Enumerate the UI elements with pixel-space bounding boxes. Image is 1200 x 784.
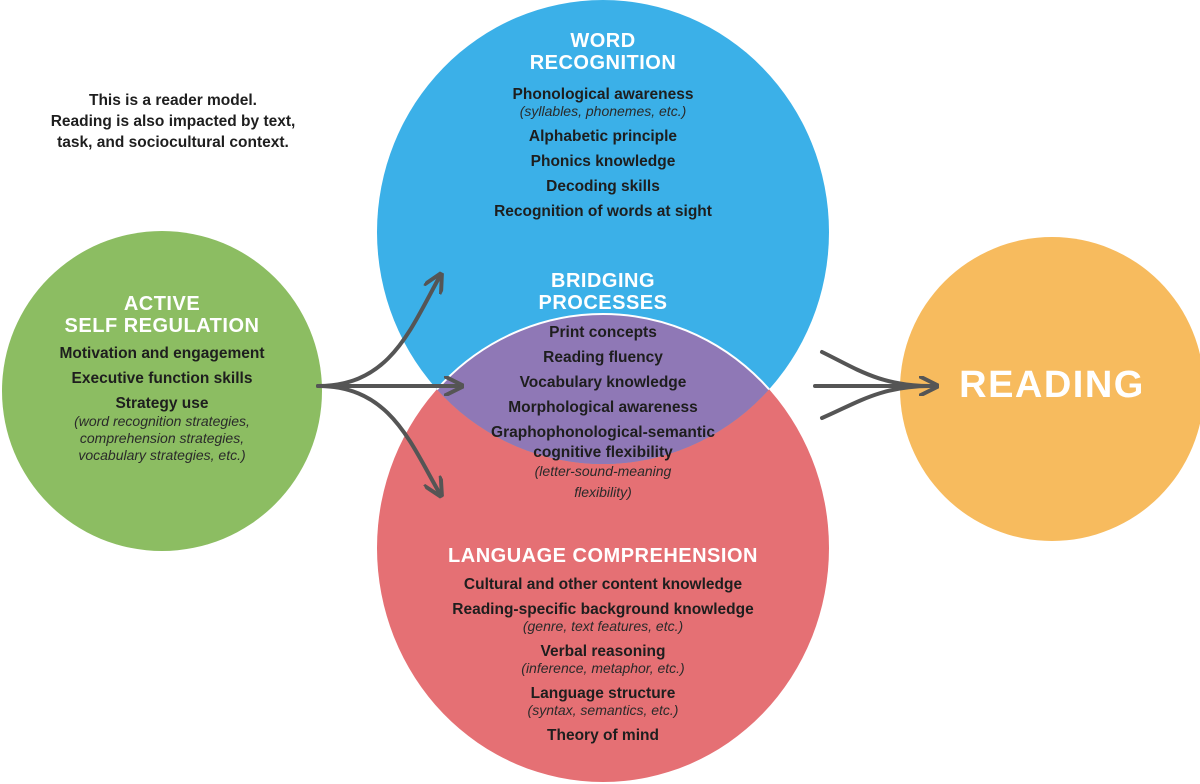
bridging-processes-title: BRIDGING PROCESSES [440,270,766,314]
item-vocabulary-knowledge: Vocabulary knowledge [519,374,687,391]
title-line: RECOGNITION [529,52,677,74]
intro-line: This is a reader model. [89,92,257,109]
item-cultural-knowledge: Cultural and other content knowledge [463,576,743,593]
item-alphabetic-principle: Alphabetic principle [528,128,678,145]
item-morphological-awareness: Morphological awareness [508,399,698,416]
title-line: ACTIVE [123,293,201,315]
title-line: PROCESSES [538,292,668,314]
language-comprehension-block: LANGUAGE COMPREHENSION Cultural and othe… [405,545,801,748]
word-recognition-block: WORD RECOGNITION Phonological awareness … [420,30,786,224]
item-theory-of-mind: Theory of mind [547,727,659,744]
item-verbal-reasoning: Verbal reasoning [540,643,666,660]
bridging-processes-block: BRIDGING PROCESSES Print concepts Readin… [440,270,766,505]
item-strategy-use: Strategy use [115,395,209,412]
item-reading-fluency: Reading fluency [543,349,663,366]
reading-circle [900,237,1200,541]
active-self-regulation-circle [2,231,322,551]
note-strategy: (word recognition strategies, [74,413,250,429]
language-comprehension-title: LANGUAGE COMPREHENSION [448,545,758,567]
note-strategy: vocabulary strategies, etc.) [78,447,246,463]
item-recognition-of-words: Recognition of words at sight [494,203,712,220]
active-self-regulation-title: ACTIVE SELF REGULATION [22,293,302,337]
word-recognition-title: WORD RECOGNITION [420,30,786,74]
title-line: WORD [570,30,636,52]
self-regulation-arrows [316,276,460,494]
active-self-regulation-block: ACTIVE SELF REGULATION Motivation and en… [22,293,302,468]
intro-note: This is a reader model. Reading is also … [28,90,318,153]
intro-line: task, and sociocultural context. [57,134,289,151]
bridging-processes-overlap [377,314,829,464]
item-cognitive-flexibility: cognitive flexibility [533,444,673,461]
item-print-concepts: Print concepts [549,324,657,341]
item-language-structure: Language structure [530,685,676,702]
note-phonological-awareness: (syllables, phonemes, etc.) [519,103,687,119]
item-decoding-skills: Decoding skills [546,178,660,195]
item-background-knowledge: Reading-specific background knowledge [452,601,754,618]
note-genre: (genre, text features, etc.) [522,618,684,634]
overlap-outline [377,313,829,464]
arrow-to-word-recognition [316,276,440,388]
arrow-to-language-comprehension [316,384,440,494]
reading-label: READING [959,364,1145,406]
note-syntax: (syntax, semantics, etc.) [527,702,679,718]
item-executive-function: Executive function skills [71,370,253,387]
title-line: SELF REGULATION [64,315,260,337]
note-letter-sound-meaning: (letter-sound-meaning [534,463,672,479]
item-motivation: Motivation and engagement [59,345,265,362]
note-strategy: comprehension strategies, [79,430,245,446]
item-graphophonological: Graphophonological-semantic [491,424,715,441]
intro-line: Reading is also impacted by text, [50,113,296,130]
note-flexibility: flexibility) [574,484,632,500]
title-line: BRIDGING [551,270,655,292]
item-phonics-knowledge: Phonics knowledge [530,153,676,170]
item-phonological-awareness: Phonological awareness [512,86,694,103]
reading-arrows [813,350,935,420]
note-inference: (inference, metaphor, etc.) [521,660,685,676]
